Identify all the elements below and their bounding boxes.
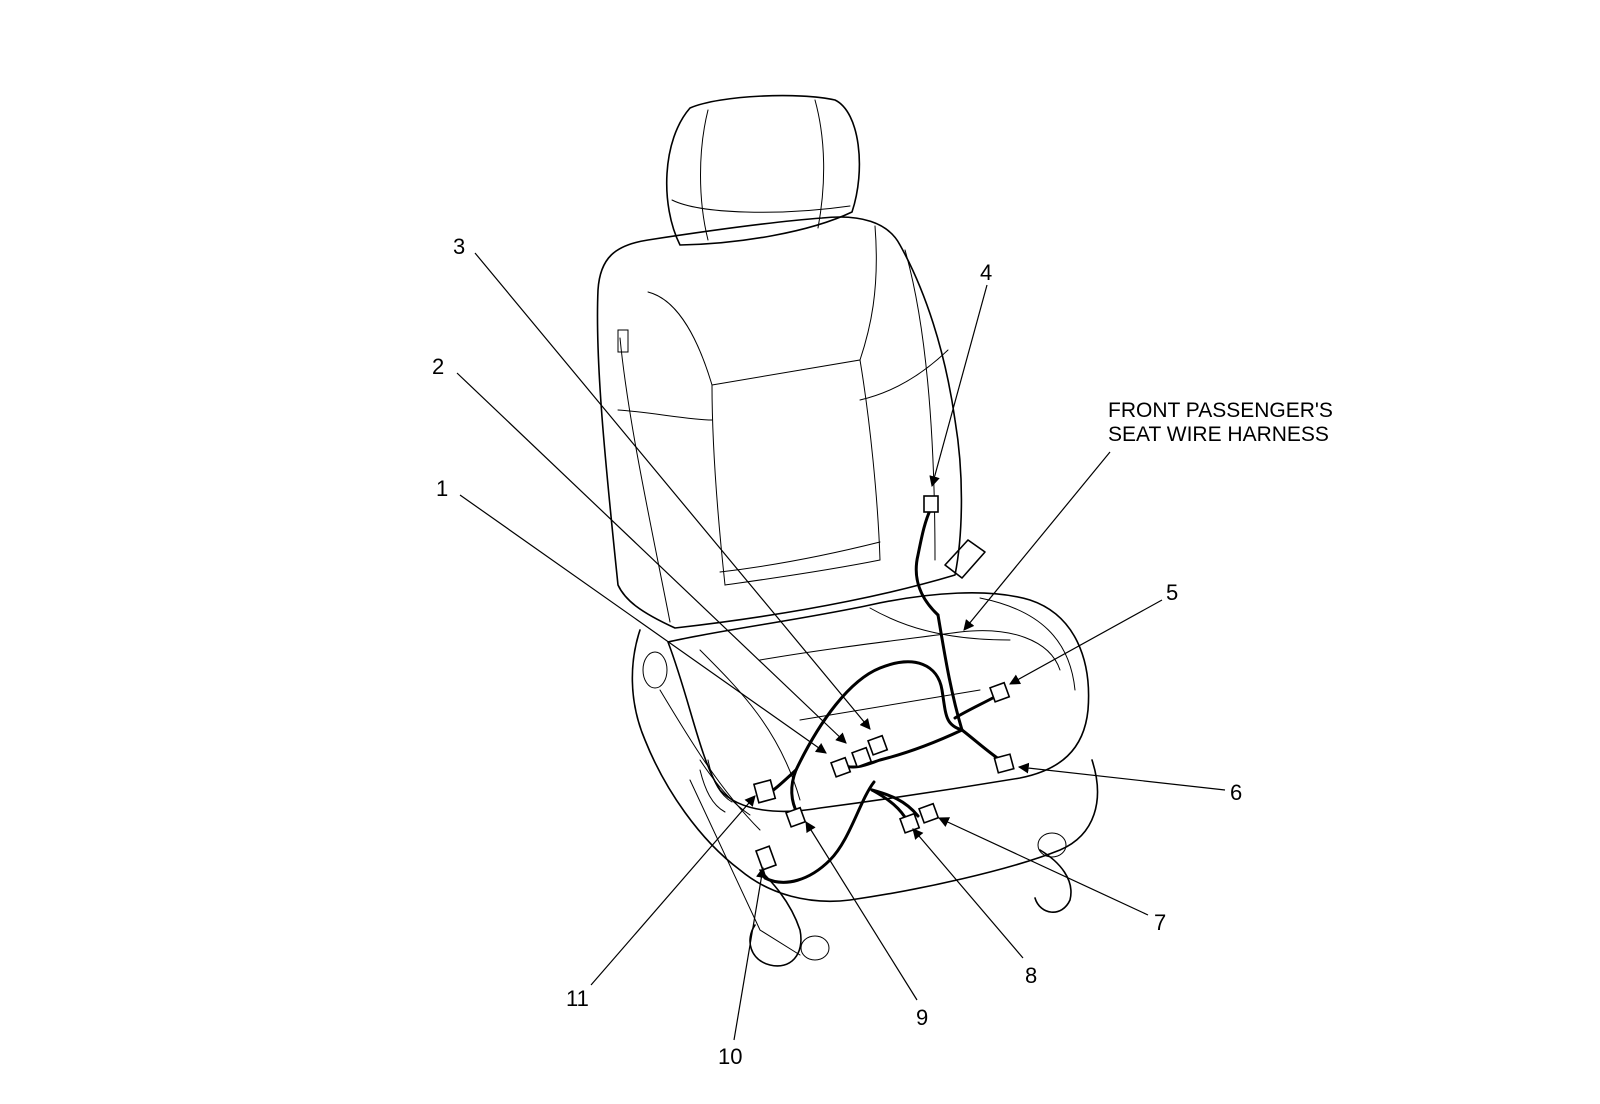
harness-label-line1: FRONT PASSENGER'S xyxy=(1108,399,1333,422)
callout-4: 4 xyxy=(980,260,992,285)
leader-3 xyxy=(474,252,871,730)
connector-7 xyxy=(918,802,940,824)
leader-harness xyxy=(963,451,1111,631)
leader-lines xyxy=(456,252,1226,1041)
connector-4 xyxy=(923,495,939,513)
seat-illustration xyxy=(596,94,1099,967)
leader-9 xyxy=(805,821,918,1001)
leader-4 xyxy=(929,284,988,488)
callout-1: 1 xyxy=(436,476,448,501)
callout-3: 3 xyxy=(453,234,465,259)
callout-10: 10 xyxy=(718,1044,742,1069)
callout-6: 6 xyxy=(1230,780,1242,805)
connector-5 xyxy=(989,681,1011,703)
callout-8: 8 xyxy=(1025,963,1037,988)
connector-3 xyxy=(867,734,889,756)
connector-9 xyxy=(785,806,807,828)
connector-2 xyxy=(851,746,873,768)
connector-8 xyxy=(899,812,921,834)
connector-1 xyxy=(830,756,852,778)
connectors xyxy=(752,495,1015,871)
seat-back xyxy=(596,216,963,629)
harness-label: FRONT PASSENGER'S SEAT WIRE HARNESS xyxy=(1108,399,1333,446)
callout-11: 11 xyxy=(566,986,589,1011)
callout-5: 5 xyxy=(1166,580,1178,605)
callout-7: 7 xyxy=(1154,910,1166,935)
connector-10 xyxy=(754,845,778,871)
harness-label-line2: SEAT WIRE HARNESS xyxy=(1108,423,1329,446)
leader-2 xyxy=(456,372,847,744)
leader-1 xyxy=(459,494,827,754)
wire-harness xyxy=(760,504,1005,884)
leader-5 xyxy=(1009,599,1163,685)
leader-6 xyxy=(1017,762,1226,791)
leader-11 xyxy=(590,795,756,986)
leader-8 xyxy=(912,828,1024,959)
connector-11 xyxy=(752,778,777,804)
connector-6 xyxy=(993,753,1015,774)
leader-7 xyxy=(938,817,1149,916)
callout-9: 9 xyxy=(916,1005,928,1030)
seat-base xyxy=(631,629,1099,967)
leader-10 xyxy=(733,866,767,1041)
headrest xyxy=(665,94,861,246)
callout-labels: 1 2 3 4 5 6 7 8 9 10 11 xyxy=(432,234,1242,1069)
callout-2: 2 xyxy=(432,354,444,379)
